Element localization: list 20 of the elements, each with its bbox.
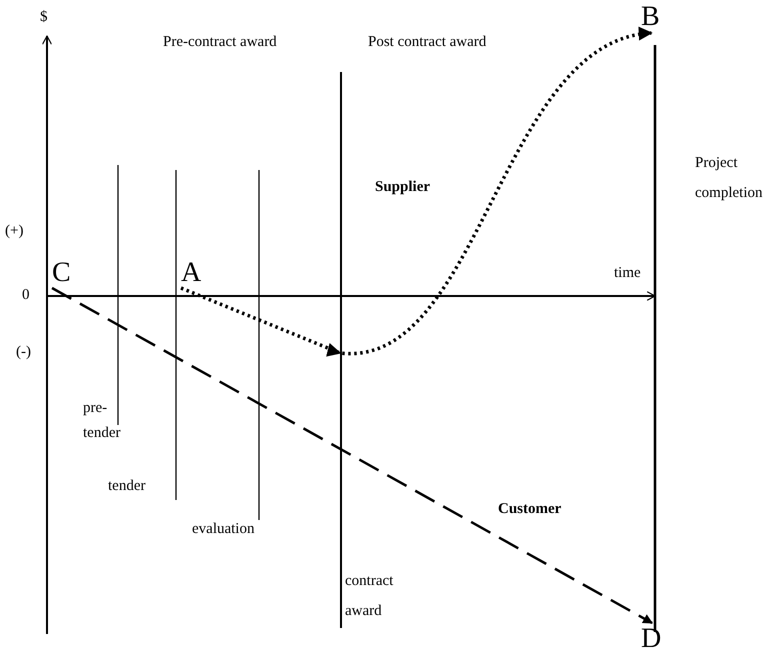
point-label: B (641, 2, 660, 32)
point-label: C (52, 258, 71, 288)
phase-label: pre-tender (83, 399, 119, 443)
axis-label: $ (40, 8, 48, 27)
dotted-arrow (180, 26, 652, 356)
phase-label: Pre-contract award (163, 33, 277, 52)
curve-label: Customer (498, 500, 562, 519)
point-label: A (181, 258, 202, 288)
milestone-label: Project completion (695, 154, 764, 203)
point-label: D (641, 624, 662, 653)
dashed-arrow (51, 286, 653, 624)
phase-label: evaluation (192, 520, 254, 539)
sign-label: (+) (5, 222, 24, 241)
phase-label: tender (108, 477, 146, 496)
sign-label: (-) (16, 343, 31, 362)
axis-label: time (614, 264, 641, 283)
origin-label: 0 (22, 286, 30, 305)
phase-label: Post contract award (368, 33, 486, 52)
curve-label: Supplier (375, 178, 430, 197)
milestone-label: contract award (345, 572, 394, 621)
